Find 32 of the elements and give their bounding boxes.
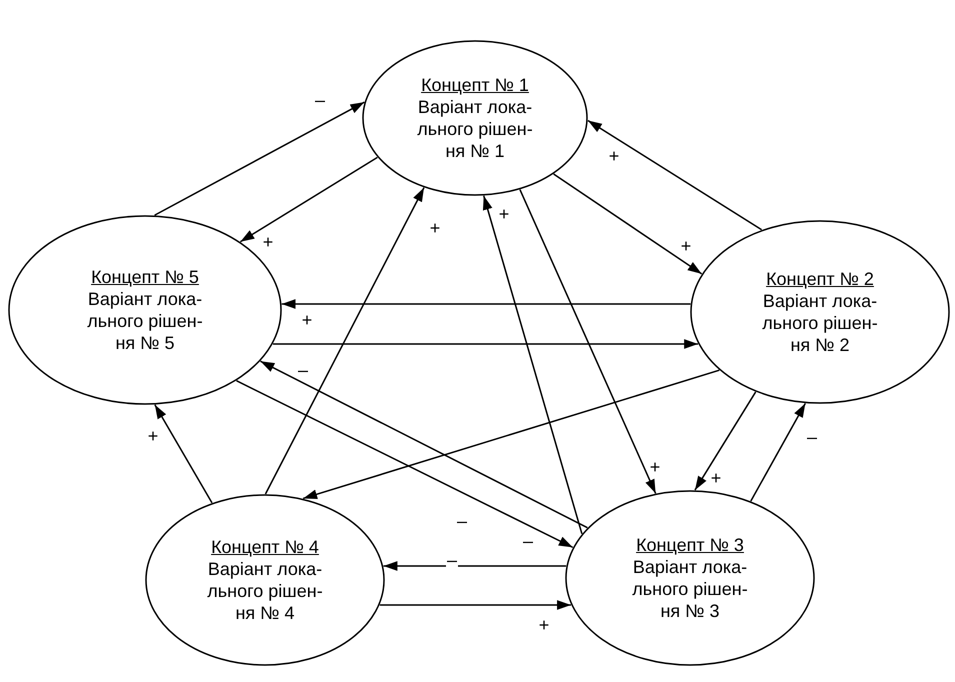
arrow bbox=[588, 120, 762, 230]
concept-title: Концепт № 5 bbox=[91, 266, 199, 288]
arrow bbox=[272, 339, 698, 349]
concept-ellipse bbox=[362, 40, 588, 196]
concept-title: Концепт № 2 bbox=[766, 268, 874, 290]
arrow bbox=[519, 189, 656, 494]
concept-description: Варіант лока-льного рішен-ня № 3 bbox=[631, 556, 749, 622]
concept-description: Варіант лока-льного рішен-ня № 5 bbox=[86, 288, 204, 354]
arrow bbox=[240, 156, 378, 242]
arrow bbox=[236, 380, 574, 548]
concept-description: Варіант лока-льного рішен-ня № 2 bbox=[761, 290, 879, 356]
concept-ellipse bbox=[145, 494, 385, 666]
arrow bbox=[380, 600, 572, 610]
concept-description: Варіант лока-льного рішен-ня № 4 bbox=[206, 558, 324, 624]
arrow bbox=[694, 392, 756, 490]
concept-description: Варіант лока-льного рішен-ня № 1 bbox=[416, 96, 534, 162]
arrow bbox=[302, 369, 720, 500]
concept-title: Концепт № 3 bbox=[636, 534, 744, 556]
concept-title: Концепт № 1 bbox=[421, 74, 529, 96]
arrow bbox=[553, 173, 702, 274]
concept-title: Концепт № 4 bbox=[211, 536, 319, 558]
arrow bbox=[264, 187, 425, 494]
concept-ellipse bbox=[690, 220, 950, 404]
arrow bbox=[750, 403, 806, 502]
concept-ellipse bbox=[8, 215, 282, 405]
arrow bbox=[260, 360, 588, 528]
arrow bbox=[154, 102, 365, 216]
arrow bbox=[383, 561, 566, 571]
concept-ellipse bbox=[565, 490, 815, 666]
arrow bbox=[482, 196, 583, 534]
arrow bbox=[282, 299, 690, 309]
arrow bbox=[154, 404, 213, 504]
